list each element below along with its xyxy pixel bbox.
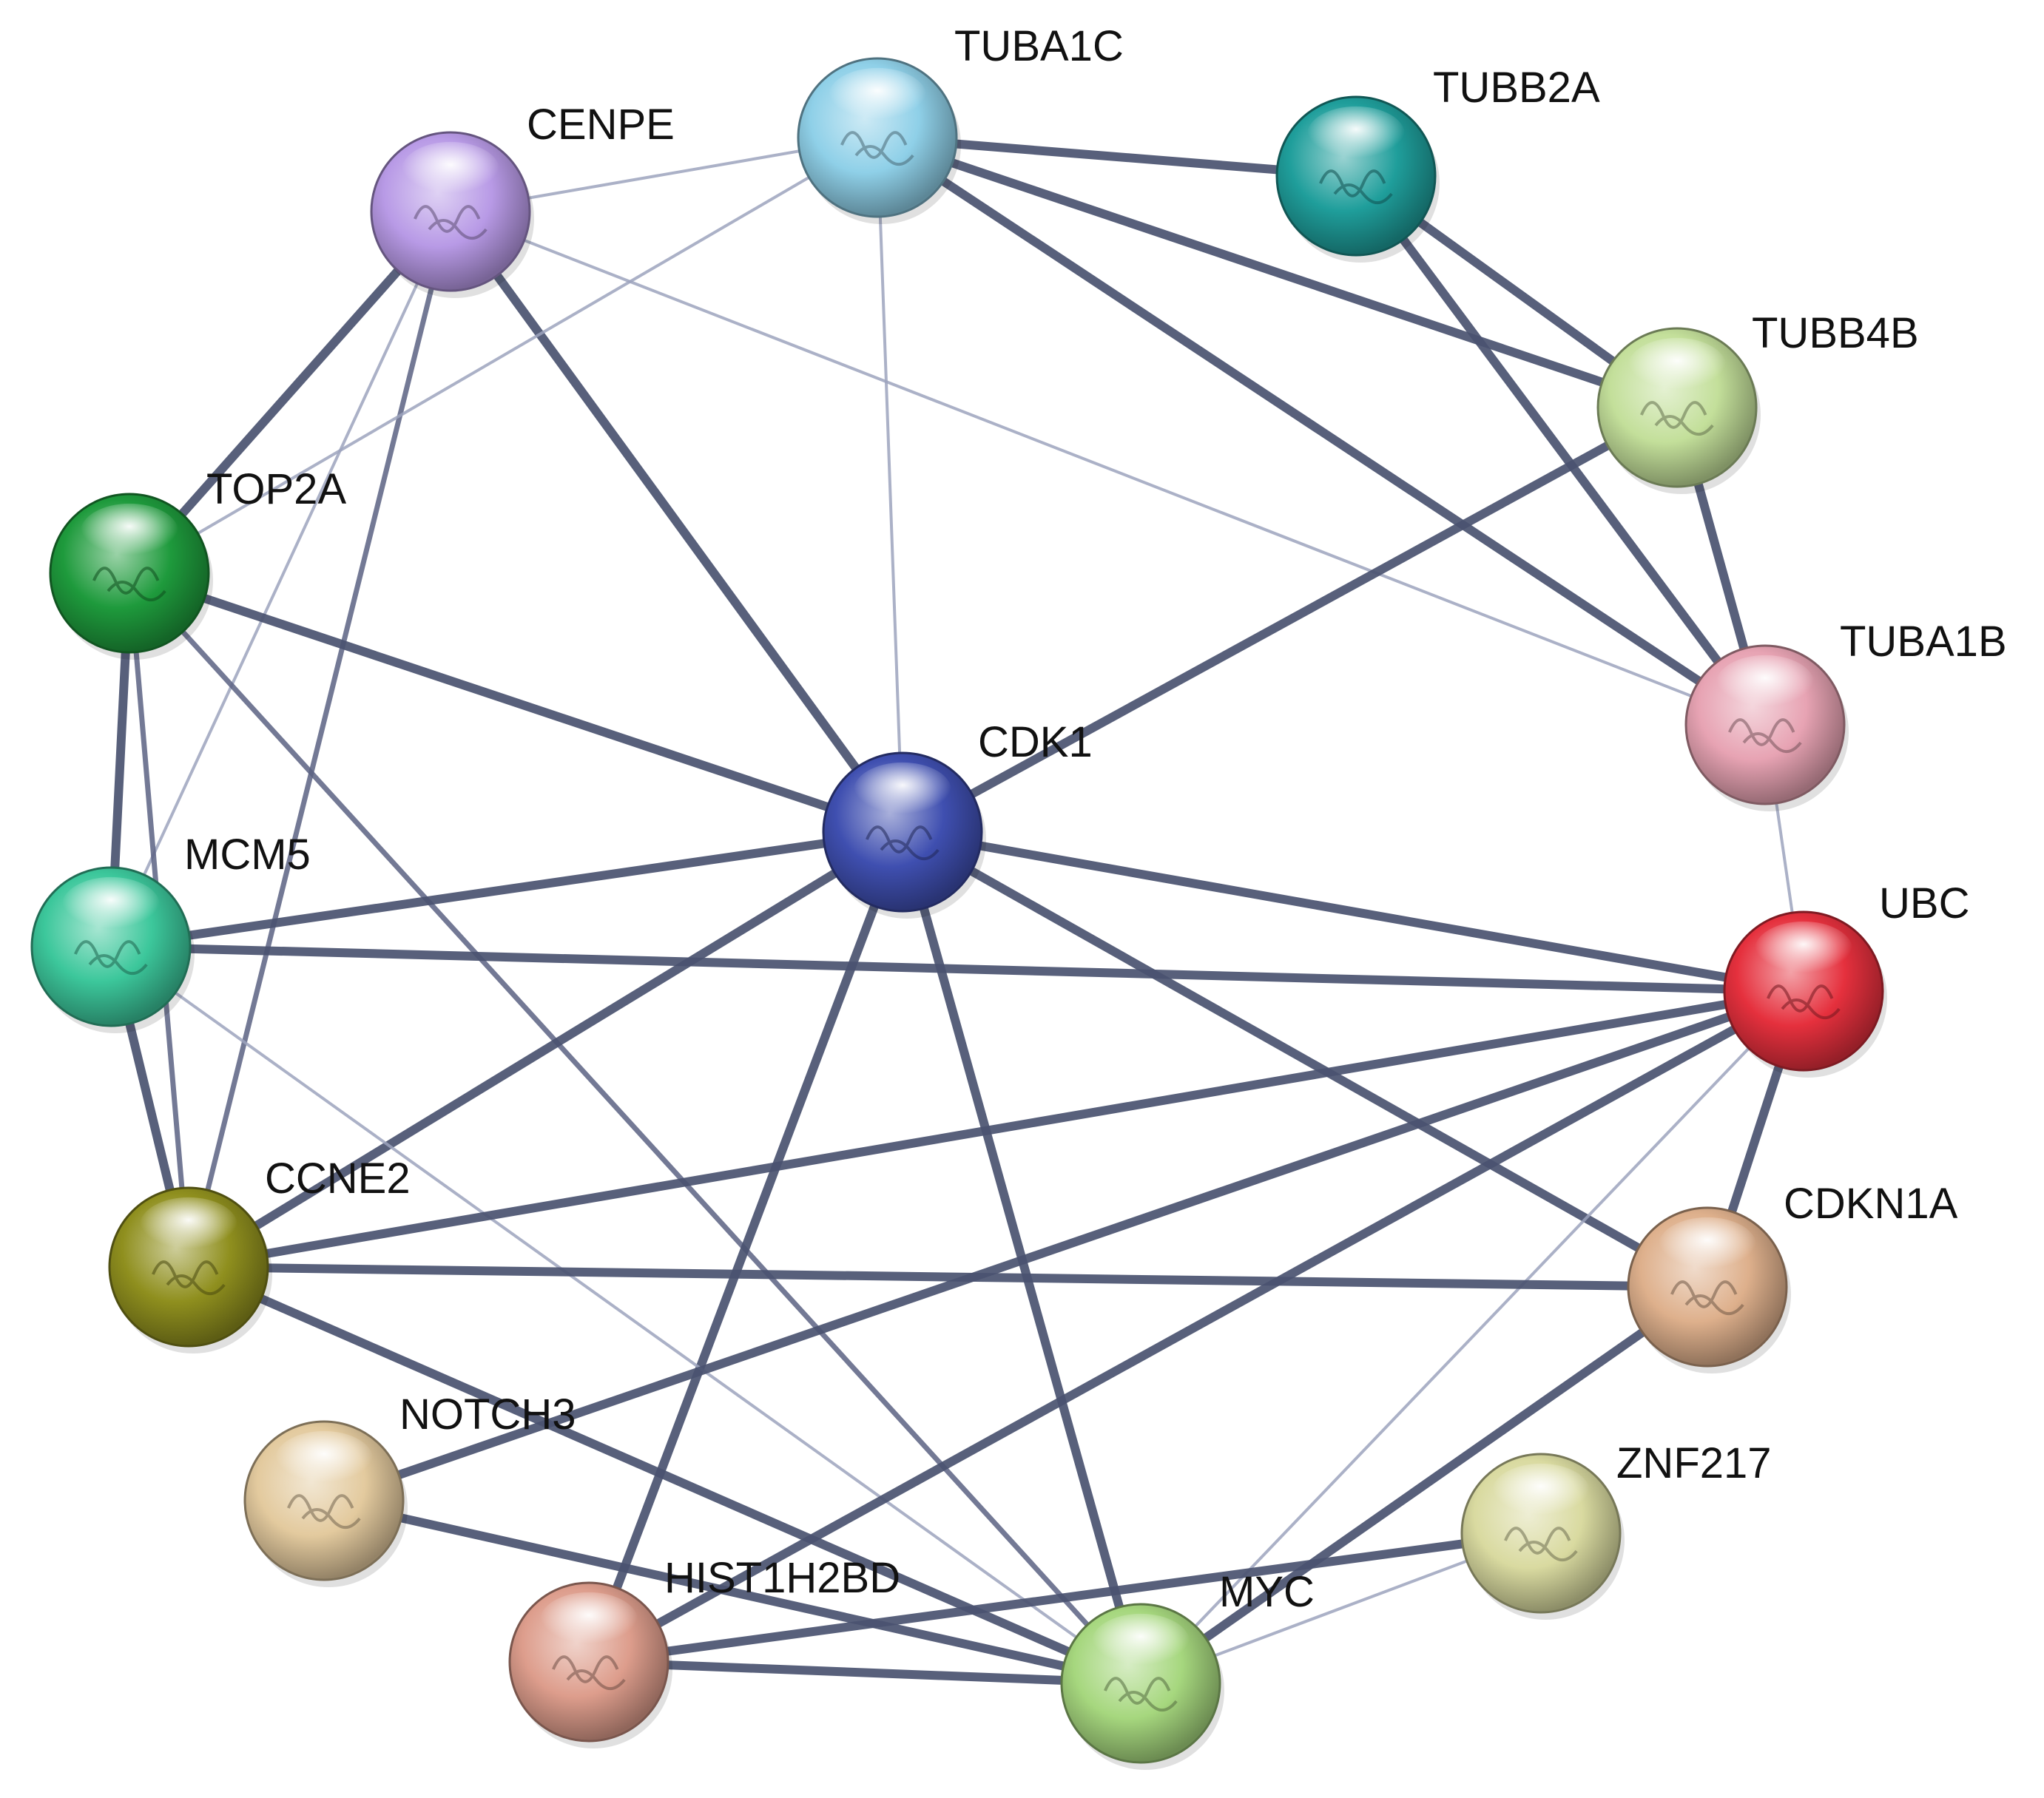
edge-hist1h2bd-myc	[584, 1657, 1145, 1688]
protein-structure-icon	[1504, 1527, 1578, 1562]
edge-notch3-myc	[320, 1496, 1145, 1688]
node-label-cenpe: CENPE	[527, 101, 675, 149]
edge-tubb2a-tuba1b	[1352, 172, 1770, 729]
protein-structure-icon	[92, 567, 166, 602]
node-znf217[interactable]	[1460, 1453, 1625, 1620]
node-hist1h2bd[interactable]	[508, 1581, 672, 1748]
node-label-top2a: TOP2A	[206, 465, 346, 513]
edge-ccne2-cdkn1a	[184, 1263, 1712, 1291]
node-label-cdkn1a: CDKN1A	[1784, 1180, 1958, 1228]
node-highlight	[139, 1197, 238, 1254]
node-label-ccne2: CCNE2	[265, 1155, 411, 1203]
node-label-hist1h2bd: HIST1H2BD	[664, 1554, 900, 1602]
node-label-tuba1b: TUBA1B	[1840, 618, 2007, 666]
node-myc[interactable]	[1060, 1603, 1224, 1770]
node-highlight	[1306, 106, 1406, 163]
node-tubb2a[interactable]	[1275, 95, 1440, 263]
protein-structure-icon	[840, 131, 914, 166]
node-cdkn1a[interactable]	[1627, 1206, 1791, 1373]
protein-structure-icon	[552, 1655, 626, 1691]
protein-structure-icon	[152, 1260, 226, 1296]
edge-cdk1-ccne2	[184, 828, 907, 1271]
edge-top2a-cdk1	[125, 569, 907, 837]
protein-structure-icon	[1319, 169, 1393, 205]
node-label-ubc: UBC	[1879, 879, 1969, 927]
edge-tubb4b-cdk1	[898, 403, 1682, 837]
edge-tuba1c-tuba1b	[873, 133, 1770, 729]
nodes-layer	[30, 57, 1887, 1770]
edge-tuba1c-top2a	[128, 136, 879, 575]
edge-cdk1-ubc	[898, 828, 1808, 996]
node-label-cdk1: CDK1	[978, 718, 1093, 766]
node-label-tubb2a: TUBB2A	[1433, 64, 1600, 112]
node-highlight	[1491, 1463, 1591, 1521]
edge-mcm5-myc	[109, 945, 1142, 1685]
node-highlight	[61, 876, 161, 934]
node-highlight	[274, 1430, 374, 1488]
protein-structure-icon	[1728, 718, 1802, 754]
node-highlight	[1716, 655, 1815, 712]
labels-layer: CENPE TUBA1C TUBB2A TUBB4B TOP2A TUBA1B CDK1MC…	[184, 22, 2007, 1616]
node-tuba1b[interactable]	[1684, 644, 1849, 811]
node-tuba1c[interactable]	[797, 57, 961, 224]
edge-top2a-myc	[127, 570, 1144, 1686]
edge-tuba1c-tubb4b	[873, 133, 1682, 412]
edge-ubc-ccne2	[184, 987, 1808, 1271]
edge-cenpe-cdk1	[446, 207, 907, 837]
edge-cenpe-mcm5	[109, 210, 452, 948]
edge-cdk1-mcm5	[107, 828, 907, 951]
node-label-tubb4b: TUBB4B	[1752, 309, 1919, 357]
edge-ubc-notch3	[320, 987, 1808, 1505]
node-highlight	[1658, 1217, 1757, 1274]
edge-ubc-hist1h2bd	[584, 987, 1808, 1666]
node-ccne2[interactable]	[108, 1186, 272, 1353]
node-mcm5[interactable]	[30, 866, 195, 1033]
node-cenpe[interactable]	[370, 131, 534, 298]
node-label-znf217: ZNF217	[1616, 1439, 1772, 1487]
edge-cenpe-tuba1b	[449, 210, 1767, 726]
protein-structure-icon	[866, 825, 940, 861]
node-label-mcm5: MCM5	[184, 831, 311, 879]
edge-cdkn1a-myc	[1136, 1282, 1712, 1688]
node-highlight	[80, 503, 179, 561]
node-highlight	[828, 67, 927, 125]
protein-structure-icon	[1767, 984, 1841, 1020]
node-cdk1[interactable]	[822, 751, 986, 919]
node-highlight	[853, 762, 952, 819]
protein-structure-icon	[1670, 1280, 1744, 1316]
node-top2a[interactable]	[49, 493, 213, 660]
node-tubb4b[interactable]	[1596, 327, 1761, 494]
node-label-notch3: NOTCH3	[399, 1390, 576, 1439]
protein-structure-icon	[1104, 1677, 1178, 1712]
node-label-tuba1c: TUBA1C	[954, 22, 1124, 70]
node-notch3[interactable]	[243, 1420, 408, 1587]
node-highlight	[401, 141, 500, 199]
edge-znf217-hist1h2bd	[584, 1529, 1545, 1666]
node-ubc[interactable]	[1723, 910, 1887, 1078]
protein-structure-icon	[74, 940, 148, 976]
edge-mcm5-ubc	[107, 942, 1808, 996]
node-highlight	[539, 1592, 638, 1649]
node-highlight	[1091, 1613, 1190, 1671]
node-highlight	[1754, 921, 1853, 979]
edge-ccne2-myc	[184, 1263, 1145, 1688]
edge-cenpe-top2a	[125, 207, 455, 578]
edge-tuba1c-cdk1	[876, 136, 904, 834]
node-highlight	[1628, 337, 1727, 395]
node-label-myc: MYC	[1219, 1568, 1315, 1616]
edge-cenpe-ccne2	[186, 209, 453, 1270]
edge-cdk1-cdkn1a	[898, 828, 1712, 1291]
protein-structure-icon	[287, 1494, 361, 1530]
protein-structure-icon	[1640, 401, 1714, 436]
protein-structure-icon	[414, 205, 488, 240]
